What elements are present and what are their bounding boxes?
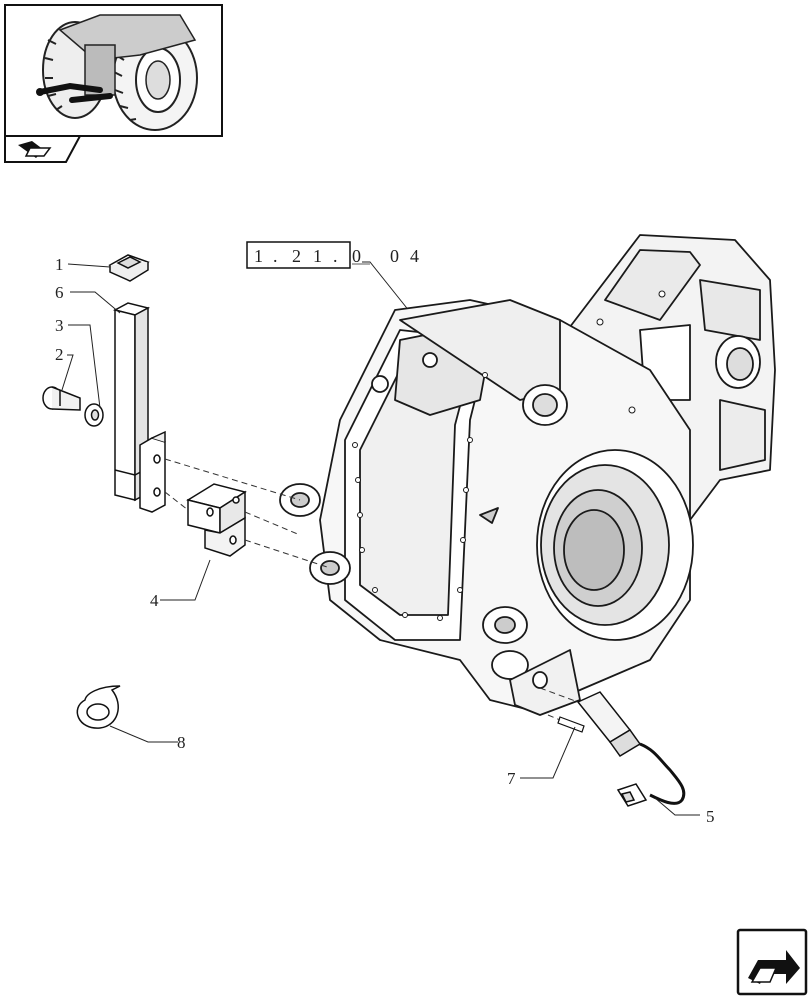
tractor-thumbnail[interactable] [4,4,223,137]
ref-digit: . [273,246,280,266]
part-1-cap [108,254,150,282]
ref-digit: . [333,246,340,266]
back-arrow-icon[interactable] [4,135,82,163]
callout-4: 4 [150,591,159,610]
ref-digit: 0 [352,246,363,266]
ref-digit: 1 [254,246,265,266]
callout-1: 1 [55,255,64,274]
part-2-bolt [42,386,81,411]
callout-8: 8 [177,733,186,752]
assembly-guide-lines [164,458,579,721]
part-3-washer [84,403,104,427]
ref-digit: 0 [390,246,401,266]
part-5-sensor [576,691,686,807]
rear-axle-housing [279,234,776,716]
part-4-block [186,483,247,557]
callout-2: 2 [55,345,64,364]
reference-number: 1 . 2 1 . 0 0 4 [246,241,421,269]
part-plate [139,430,166,513]
callout-6: 6 [55,283,64,302]
callout-leaders [61,263,700,816]
callout-3: 3 [55,316,64,335]
next-page-arrow-icon[interactable] [736,928,808,996]
callout-7: 7 [507,769,516,788]
ref-digit: 2 [292,246,303,266]
ref-digit: 4 [410,246,421,266]
part-8-tie [76,685,121,729]
part-7-pin [557,716,585,733]
ref-digit: 1 [313,246,324,266]
callout-5: 5 [706,807,715,826]
